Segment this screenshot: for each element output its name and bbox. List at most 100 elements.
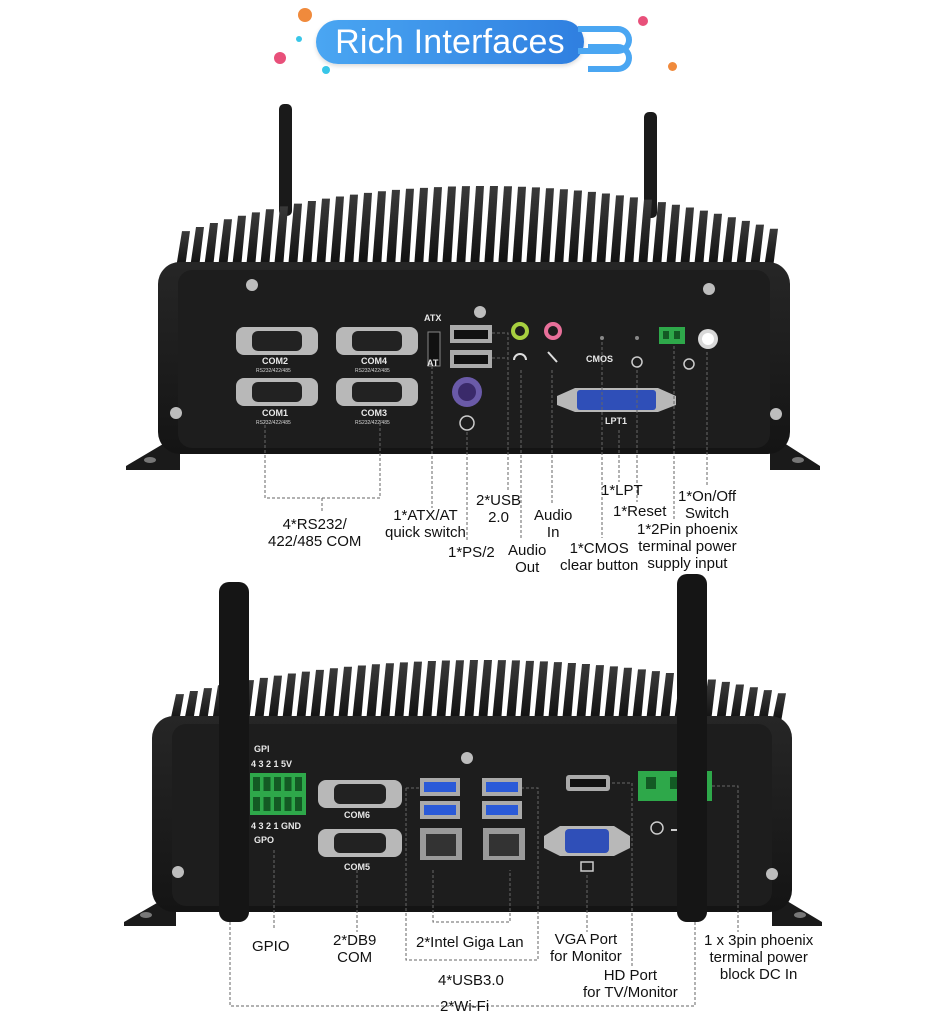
heatsink-fin: [568, 190, 582, 268]
heatsink-fin: [296, 671, 310, 722]
heatsink-fin: [198, 688, 212, 722]
heatsink-fin: [352, 665, 366, 722]
heatsink-fin: [260, 209, 274, 268]
heatsink-fin: [288, 203, 302, 268]
heatsink-fin: [274, 206, 288, 268]
port-label-com6: COM6: [344, 810, 371, 820]
heatsink-fin: [344, 194, 358, 268]
heatsink-fin: [646, 671, 660, 722]
callout-reset: 1*Reset: [613, 503, 667, 520]
banner-dot-cyan2: [296, 36, 302, 42]
bottom-antenna-right: [677, 574, 707, 922]
banner-wave2: [588, 44, 632, 72]
banner-wave: [578, 26, 632, 54]
heatsink-fin: [324, 668, 338, 722]
heatsink-fin: [548, 662, 562, 722]
top-device: [126, 104, 820, 542]
top-antenna-left: [279, 104, 292, 216]
heatsink-fin: [232, 215, 246, 268]
port-label-com4-rs: RS232/422/485: [355, 368, 390, 374]
heatsink-fin: [638, 199, 652, 268]
heatsink-fin: [758, 690, 772, 722]
heatsink-fin: [408, 661, 422, 722]
top-com-ports: [236, 327, 418, 406]
port-label-com2-rs: RS232/422/485: [256, 368, 291, 374]
gpio-pin: [253, 777, 260, 791]
heatsink-fin: [464, 660, 478, 722]
heatsink-fin: [372, 191, 386, 268]
top-antenna-right: [644, 112, 657, 218]
port-label-com4: COM4: [361, 356, 388, 366]
heatsink-fin: [498, 186, 512, 268]
heatsink-fin: [660, 672, 674, 722]
heatsink-fin: [764, 228, 778, 268]
heatsink-fin: [582, 191, 596, 268]
heatsink-fin: [358, 192, 372, 268]
gpio-pin: [274, 797, 281, 811]
heatsink-fin: [722, 217, 736, 268]
callout-wifi: 2*Wi-Fi: [440, 998, 490, 1015]
gpio-pin: [253, 797, 260, 811]
heatsink-fin: [554, 189, 568, 268]
banner-dot-cyan: [322, 66, 330, 74]
heatsink-fin: [338, 666, 352, 722]
port-label-com2: COM2: [262, 356, 289, 366]
top-callout-lines: [264, 332, 708, 542]
heatsink-fin: [666, 204, 680, 268]
heatsink-fin: [310, 669, 324, 722]
gpio-pin: [284, 797, 292, 811]
heatsink-fin: [316, 198, 330, 268]
heatsink-fin: [184, 691, 198, 722]
heatsink-fin: [422, 660, 436, 722]
heatsink-fin: [534, 661, 548, 722]
heatsink-fin: [302, 201, 316, 268]
heatsink-fin: [772, 693, 786, 722]
heatsink-fin: [604, 666, 618, 722]
port-label-at: AT: [427, 358, 439, 368]
heatsink-fin: [610, 195, 624, 268]
heatsink-fin: [428, 187, 442, 268]
heatsink-fin: [618, 667, 632, 722]
heatsink-fin: [694, 210, 708, 268]
heatsink-fin: [744, 687, 758, 722]
heatsink-fin: [386, 189, 400, 268]
heatsink-fin: [652, 202, 666, 268]
bottom-antenna-left: [219, 582, 249, 922]
port-label-com3-rs: RS232/422/485: [355, 420, 390, 426]
gpio-terminal: [250, 773, 306, 815]
banner: Rich Interfaces: [274, 8, 677, 74]
heatsink-fin: [400, 188, 414, 268]
heatsink-fin: [562, 662, 576, 722]
heatsink-fin: [470, 186, 484, 268]
port-label-atx: ATX: [424, 313, 442, 323]
bottom-heatsink-fins: [156, 660, 786, 894]
banner-dot-pink: [274, 52, 286, 64]
heatsink-fin: [282, 673, 296, 722]
heatsink-fin: [456, 186, 470, 268]
gpio-pin: [274, 777, 281, 791]
heatsink-fin: [204, 223, 218, 268]
port-label-cmos: CMOS: [586, 354, 613, 364]
banner-dot-orange2: [668, 62, 677, 71]
heatsink-fin: [540, 188, 554, 268]
heatsink-fin: [576, 663, 590, 722]
heatsink-fin: [512, 186, 526, 268]
heatsink-fin: [176, 231, 190, 268]
heatsink-fin: [624, 197, 638, 268]
heatsink-fin: [708, 213, 722, 268]
heatsink-fin: [478, 660, 492, 722]
heatsink-fin: [218, 219, 232, 268]
heatsink-fin: [190, 226, 204, 268]
heatsink-fin: [394, 662, 408, 722]
heatsink-fin: [632, 669, 646, 722]
banner-dot-orange: [298, 8, 312, 22]
